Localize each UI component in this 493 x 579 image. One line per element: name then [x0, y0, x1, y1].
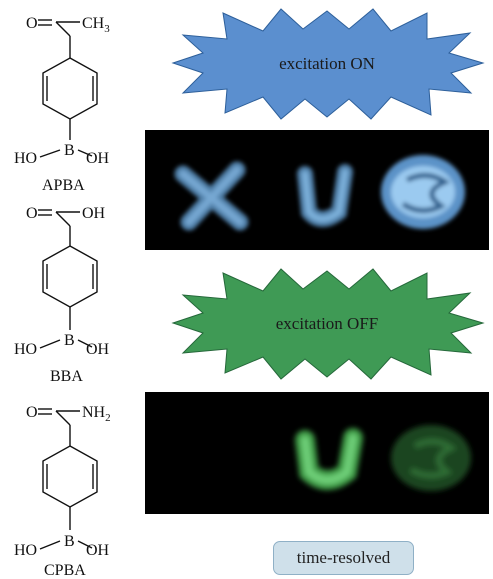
cpba-ho: HO — [14, 542, 37, 559]
apba-ho: HO — [14, 150, 37, 167]
cpba-oh: OH — [86, 542, 110, 559]
apba-oh: OH — [86, 150, 110, 167]
excitation-on-label: excitation ON — [279, 54, 375, 73]
photo-excitation-on-image — [174, 155, 465, 231]
cpba-boron: B — [64, 533, 75, 550]
excitation-off-burst-shape — [171, 268, 485, 380]
apba-methyl-subscript: 3 — [104, 23, 110, 35]
cpba-carbonyl-o: O — [26, 404, 38, 421]
cpba-amine-subscript: 2 — [105, 412, 111, 424]
molecule-structures: O CH3 B HO OH APBA O OH B HO OH — [14, 15, 111, 579]
cpba-amine-label: NH — [82, 404, 106, 421]
time-resolved-button[interactable]: time-resolved — [273, 541, 414, 575]
bba-boron: B — [64, 332, 75, 349]
molecule-bba: O OH B HO OH BBA — [14, 205, 110, 385]
bba-carbonyl-o: O — [26, 205, 38, 222]
bba-name: BBA — [50, 368, 83, 385]
molecule-cpba: O NH2 B HO OH CPBA — [14, 404, 111, 579]
cpba-name: CPBA — [44, 562, 86, 579]
bba-ho: HO — [14, 341, 37, 358]
bba-oh: OH — [86, 341, 110, 358]
excitation-on-burst-shape — [171, 8, 485, 120]
apba-carbonyl-o: O — [26, 15, 38, 32]
apba-name: APBA — [42, 177, 85, 194]
time-resolved-label: time-resolved — [296, 548, 391, 567]
photo-off-letters — [295, 425, 471, 491]
apba-boron: B — [64, 142, 75, 159]
molecule-apba: O CH3 B HO OH APBA — [14, 15, 110, 194]
svg-text:NH2: NH2 — [82, 404, 111, 424]
excitation-off-label: excitation OFF — [276, 314, 378, 333]
excitation-off-burst: excitation OFF — [171, 268, 485, 380]
bba-hydroxyl: OH — [82, 205, 106, 222]
apba-methyl-label: CH — [82, 15, 105, 32]
photo-on-letters — [174, 155, 465, 231]
excitation-on-burst: excitation ON — [171, 8, 485, 120]
photo-excitation-off-image — [295, 425, 471, 491]
photo-excitation-off — [145, 392, 489, 514]
photo-excitation-on — [145, 130, 489, 250]
svg-text:CH3: CH3 — [82, 15, 110, 35]
